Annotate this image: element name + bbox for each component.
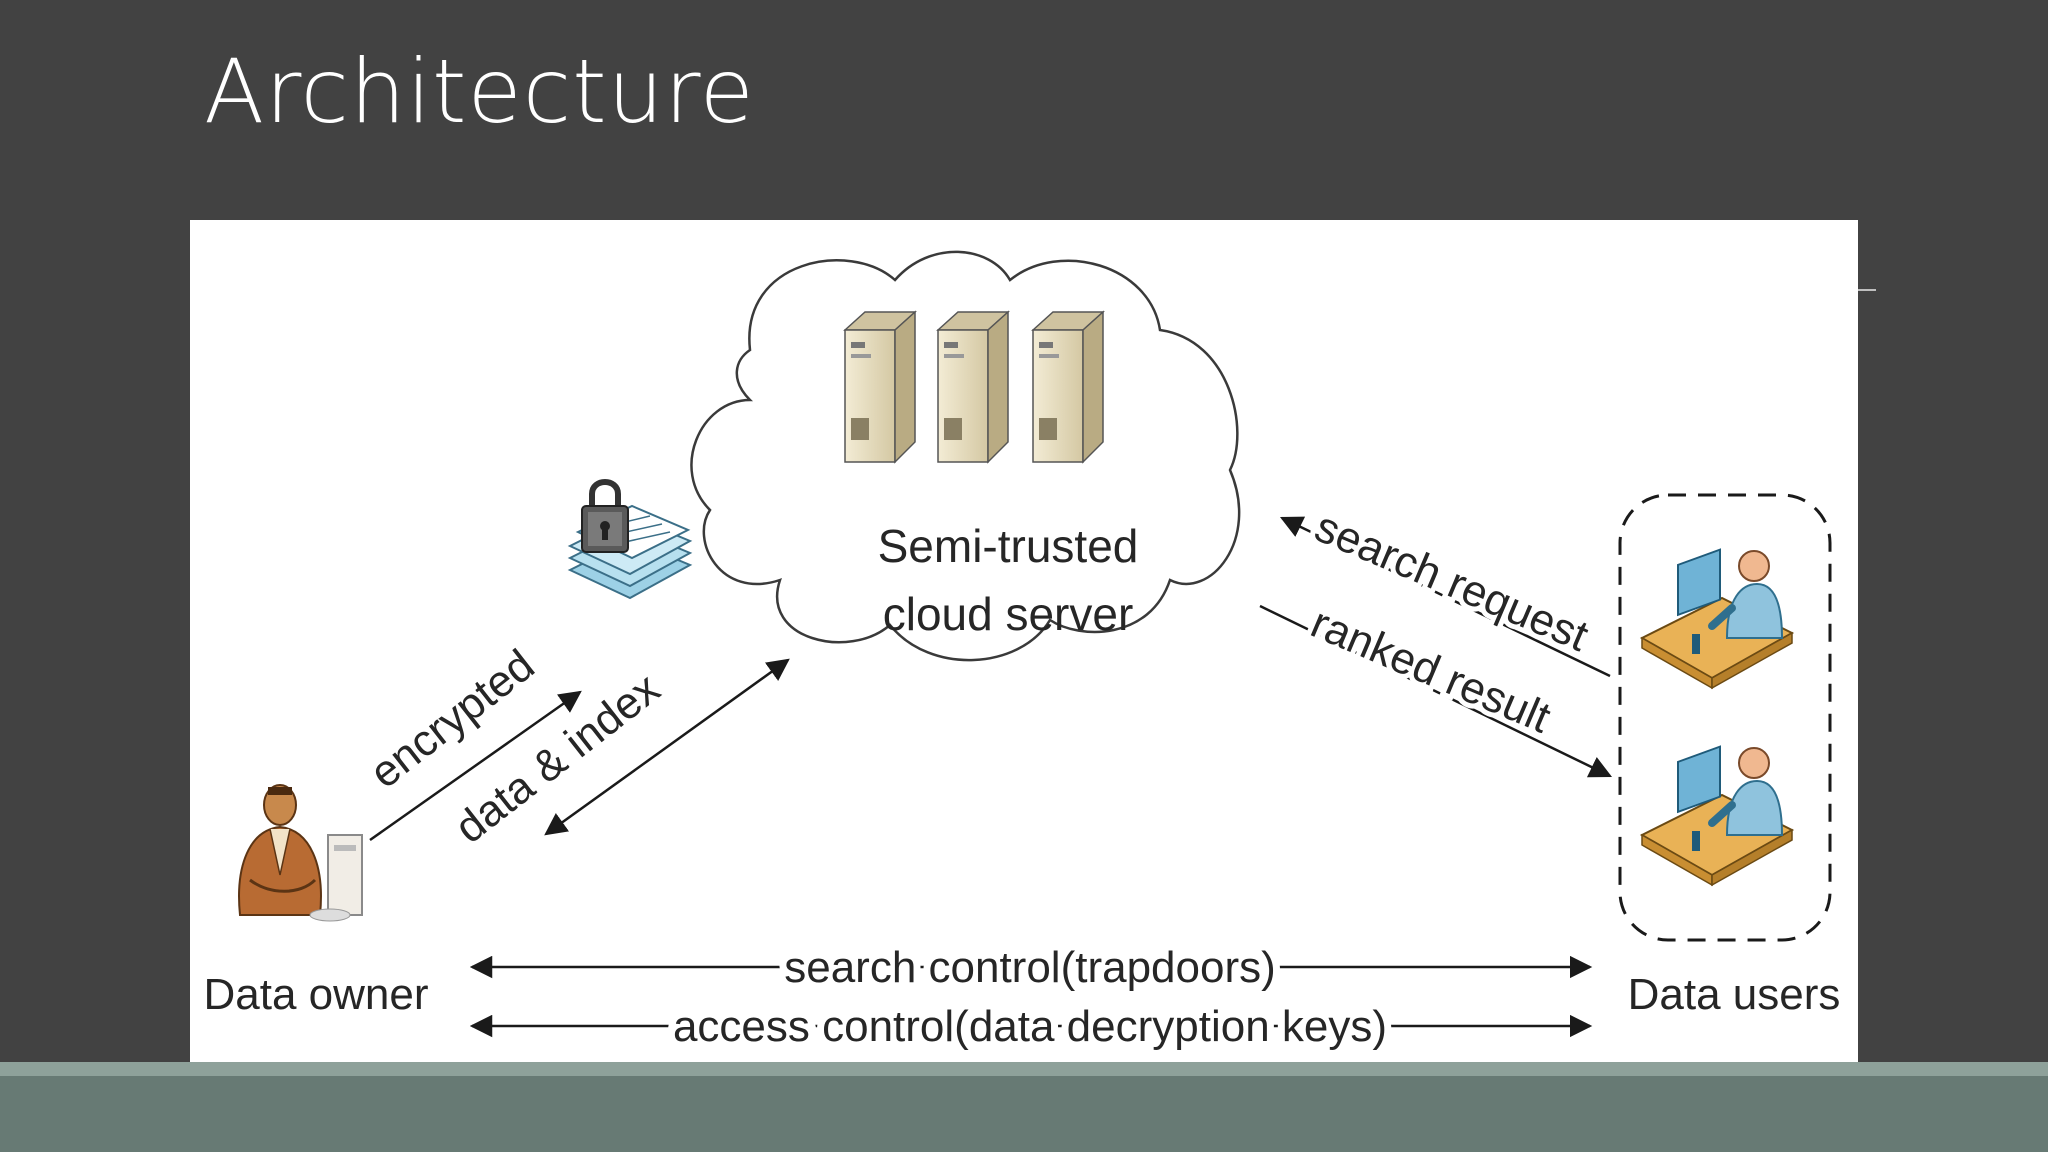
data-users-group-border xyxy=(1618,493,1832,942)
data-user-icon xyxy=(1639,745,1795,887)
architecture-diagram: Semi-trusted cloud server encrypted data… xyxy=(190,220,1858,1075)
title-accent-tick xyxy=(1858,289,1876,291)
slide-title: Architecture xyxy=(204,40,755,143)
data-users-label: Data users xyxy=(1628,970,1841,1019)
server-icon xyxy=(1031,310,1105,464)
lock-icon xyxy=(581,479,629,553)
access-control-label: access control(data decryption keys) xyxy=(673,1002,1387,1051)
search-request-arrow xyxy=(1279,516,1611,678)
data-owner-label: Data owner xyxy=(203,970,428,1019)
data-user-icon xyxy=(1639,548,1795,690)
server-icon xyxy=(843,310,917,464)
footer-band xyxy=(0,1062,2048,1152)
search-control-label: search control(trapdoors) xyxy=(784,943,1276,992)
data-owner-icon xyxy=(238,784,363,922)
upload-return-arrow xyxy=(544,658,790,836)
footer-band-highlight xyxy=(0,1062,2048,1076)
diagram-canvas: Semi-trusted cloud server encrypted data… xyxy=(203,250,1841,1058)
server-icon xyxy=(936,310,1010,464)
ranked-result-arrow xyxy=(1259,604,1613,778)
cloud-label-line2: cloud server xyxy=(883,588,1134,640)
cloud-label-line1: Semi-trusted xyxy=(878,520,1139,572)
